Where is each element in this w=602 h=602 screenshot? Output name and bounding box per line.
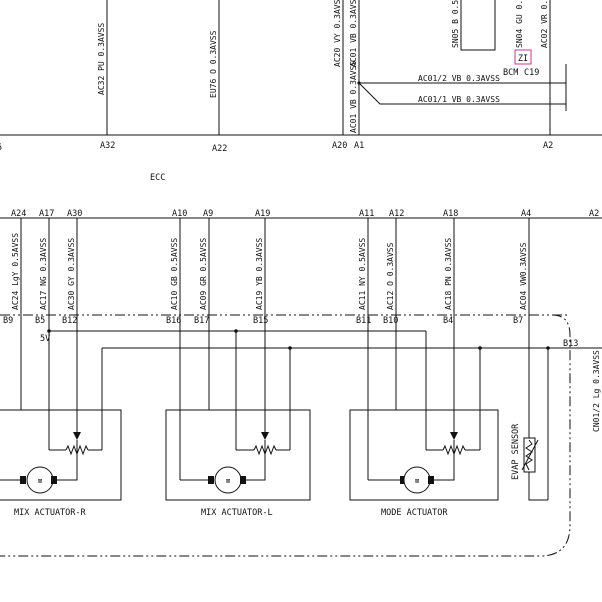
ecc-b-pin: B17 <box>194 316 209 326</box>
junction-dot <box>546 346 550 350</box>
mix-actuator-r: ⊠ MIX ACTUATOR-R <box>0 409 122 518</box>
ecc-wire-label: AC18 PN 0.3AVSS <box>444 238 453 310</box>
motor-terminal <box>20 476 26 484</box>
component-label: MODE ACTUATOR <box>381 508 448 518</box>
ecc-pin: A12 <box>389 209 404 219</box>
component-label: MIX ACTUATOR-L <box>201 508 273 518</box>
top-pin: A20 <box>332 141 347 151</box>
motor-terminal <box>428 476 434 484</box>
actuator-box <box>165 409 311 501</box>
junction-dot <box>288 346 292 350</box>
top-pin: A32 <box>100 141 115 151</box>
bcm-box <box>514 49 532 65</box>
ecc-wire-label: CN01/2 Lg 0.3AVSS <box>592 350 601 432</box>
ecc-pin: A18 <box>443 209 458 219</box>
wire-h2 <box>358 82 566 105</box>
ecc-wire-label: AC17 NG 0.3AVSS <box>39 238 48 310</box>
motor-terminal <box>51 476 57 484</box>
motor-mark: ⊠ <box>38 477 42 485</box>
junction-dot <box>478 346 482 350</box>
ecc-pin: A2 <box>589 209 599 219</box>
top-wire-label: AC01 VB 0.3AVSS <box>349 0 358 67</box>
motor-lead <box>57 440 78 481</box>
ecc-pin: A19 <box>255 209 270 219</box>
bcm-outline <box>460 0 496 51</box>
ecc-b-pin: B10 <box>383 316 398 326</box>
wiper-arrow <box>450 432 458 440</box>
motor-lead <box>434 440 455 481</box>
motor-terminal <box>400 476 406 484</box>
ecc-b-pin: B16 <box>166 316 181 326</box>
mode-actuator: ⊠ MODE ACTUATOR <box>349 409 499 518</box>
junction-dot <box>234 329 238 333</box>
ecc-b-pin: B5 <box>35 316 45 326</box>
ecc-wire-label: AC04 VW0.3AVSS <box>519 242 528 310</box>
top-wire-label: SN04 GU 0.3AVSS <box>515 0 524 48</box>
motor-terminal <box>208 476 214 484</box>
ecc-b-pin: B4 <box>443 316 453 326</box>
top-wire-label: AC02 VR 0.3AVSS <box>540 0 549 48</box>
evap-sensor: EVAP SENSOR <box>511 423 548 501</box>
wiper-arrow <box>73 432 81 440</box>
ecc-b-pin: B15 <box>253 316 268 326</box>
ecc-wire-label: AC10 GB 0.5AVSS <box>170 238 179 310</box>
ecc-pin: A24 <box>11 209 26 219</box>
top-pin-fragment: 5 <box>0 143 2 153</box>
module-label: ECC <box>150 173 165 183</box>
top-wire-label: AC01/2 VB 0.3AVSS <box>418 74 500 83</box>
ecc-pin: A9 <box>203 209 213 219</box>
ecc-connector: A24 A17 A30 A10 A9 A19 A11 A12 A18 A4 A2… <box>0 209 602 557</box>
ecc-bottom-outline <box>0 314 571 557</box>
ecc-b-pin: B9 <box>3 316 13 326</box>
ecc-wire-labels: AC24 LgY 0.5AVSS AC17 NG 0.3AVSS AC30 GY… <box>11 233 601 432</box>
ecc-wire-label: AC19 YB 0.3AVSS <box>255 238 264 310</box>
ecc-pin: A11 <box>359 209 374 219</box>
voltage-label: 5V <box>40 334 50 344</box>
ecc-wires: 5V <box>20 218 602 500</box>
ecc-b-pin: B7 <box>513 316 523 326</box>
thermistor-slash <box>521 439 539 471</box>
top-wire-label: SN05 B 0.5AVSS <box>451 0 460 48</box>
motor-lead <box>246 440 266 481</box>
top-pin: A1 <box>354 141 364 151</box>
bcm-pin: C19 <box>524 68 539 78</box>
ecc-pin: A10 <box>172 209 187 219</box>
motor-mark: ⊠ <box>415 477 419 485</box>
ecc-b-pin: B11 <box>356 316 371 326</box>
top-wire-label: AC01 VB 0.3AVSS <box>349 61 358 133</box>
top-wire-label: AC32 PU 0.3AVSS <box>97 23 106 95</box>
top-pin: A22 <box>212 144 227 154</box>
top-pin: A2 <box>543 141 553 151</box>
component-label: EVAP SENSOR <box>511 423 521 480</box>
ecc-b-pin: B12 <box>62 316 77 326</box>
top-wire-label: AC01/1 VB 0.3AVSS <box>418 95 500 104</box>
ecc-wire-label: AC30 GY 0.3AVSS <box>67 238 76 310</box>
top-wire-label: AC20 VY 0.3AVSS <box>333 0 342 67</box>
junction-dot <box>357 81 361 85</box>
junction-dot <box>47 329 51 333</box>
bcm-box-text: ZI <box>518 54 528 64</box>
ecc-pin: A30 <box>67 209 82 219</box>
mix-actuator-l: ⊠ MIX ACTUATOR-L <box>165 409 311 518</box>
top-wire-label: EU76 O 0.3AVSS <box>209 30 218 98</box>
ecc-wire-label: AC11 NY 0.5AVSS <box>358 238 367 310</box>
ecc-wire-label: AC24 LgY 0.5AVSS <box>11 233 20 310</box>
ecc-wire-label: AC09 GR 0.5AVSS <box>199 238 208 310</box>
component-label: MIX ACTUATOR-R <box>14 508 87 518</box>
bcm-label: BCM <box>503 68 518 78</box>
ecc-pin: A17 <box>39 209 54 219</box>
actuator-box <box>0 409 122 501</box>
ecc-b-pin: B13 <box>563 339 578 349</box>
thermistor-element <box>525 439 533 471</box>
ecc-pin: A4 <box>521 209 531 219</box>
ecc-wire-label: AC12 O 0.3AVSS <box>386 242 395 310</box>
motor-terminal <box>240 476 246 484</box>
top-section: ZI BCM C19 AC32 PU 0.3AVSS EU76 O 0.3AVS… <box>0 0 602 154</box>
motor-mark: ⊠ <box>226 477 230 485</box>
wiper-arrow <box>261 432 269 440</box>
actuator-box <box>349 409 499 501</box>
